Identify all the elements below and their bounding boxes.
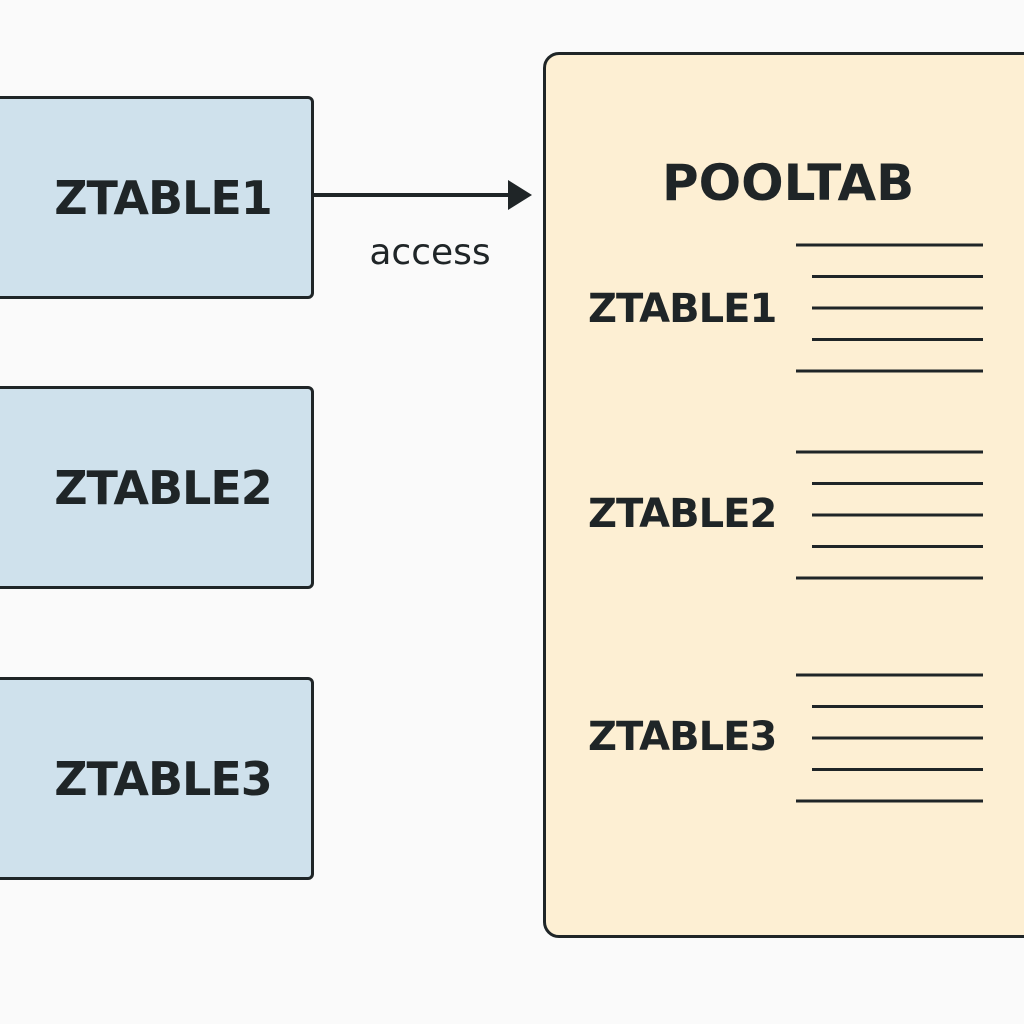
pool-entry-ztable3-label: ZTABLE3 [588,714,777,760]
ztable1-box: ZTABLE1 [0,96,314,299]
pooltab-container: POOLTAB [543,52,1024,938]
pool-entry-ztable1-label: ZTABLE1 [588,286,777,332]
pooltab-title-text: POOLTAB [662,154,915,212]
ztable3-label: ZTABLE3 [54,751,273,806]
ztable2-label: ZTABLE2 [54,460,273,515]
ztable3-box: ZTABLE3 [0,677,314,880]
access-arrow-head [508,180,532,210]
access-arrow [314,180,532,210]
access-label: access [369,232,491,273]
pool-entry-ztable2-label: ZTABLE2 [588,491,777,537]
ztable2-box: ZTABLE2 [0,386,314,589]
ztable1-label: ZTABLE1 [54,170,273,225]
